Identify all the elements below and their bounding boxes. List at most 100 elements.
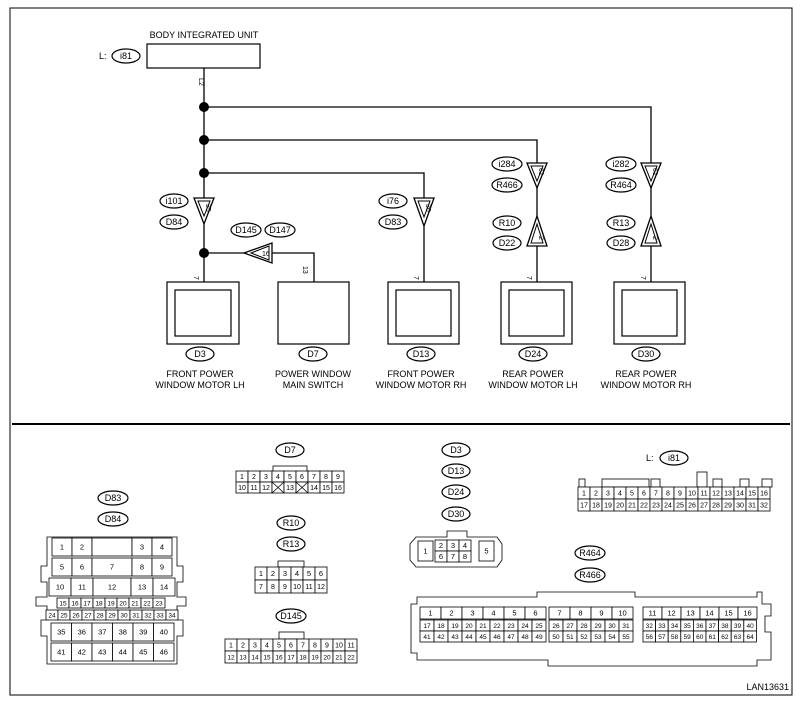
svg-text:D84: D84	[105, 514, 122, 524]
i81-pin-label: 13	[724, 491, 732, 498]
i81-pin-label: 1	[582, 491, 586, 498]
r464-r466-pin-label: 4	[491, 609, 495, 618]
motor-pin-label: 1	[423, 547, 427, 556]
r464-r466-pin-label: 11	[649, 609, 657, 618]
d83-d84-pin-label: 2	[80, 543, 84, 552]
d83-d84-pin-label: 11	[78, 583, 86, 592]
d83-d84-pin-label: 21	[131, 601, 139, 608]
d83-d84-pin-label: 45	[139, 648, 147, 657]
d83-d84-pin-label: 10	[56, 583, 64, 592]
r464-r466-pin-label: 44	[465, 634, 473, 641]
svg-text:i101: i101	[165, 196, 182, 206]
svg-text:R10: R10	[283, 518, 300, 528]
svg-text:WINDOW MOTOR LH: WINDOW MOTOR LH	[488, 380, 577, 390]
d83-d84-pin-label: 13	[138, 583, 146, 592]
d145-pin-label: 11	[347, 643, 354, 650]
r464-r466-pin-label: 19	[451, 623, 459, 630]
r10-r13-pin-label: 3	[283, 569, 287, 578]
r464-r466-cell	[618, 630, 634, 643]
r464-r466-pin-label: 27	[566, 623, 574, 630]
r464-r466-pin-label: 15	[724, 609, 732, 618]
svg-text:FRONT POWER: FRONT POWER	[166, 369, 234, 379]
r464-r466-pin-label: 35	[683, 623, 691, 630]
svg-text:61: 61	[537, 168, 544, 176]
motor-pin-label: 8	[463, 552, 467, 561]
wire-harness	[199, 68, 652, 288]
d83-d84-pin-label: 4	[160, 543, 164, 552]
d7-pin-label: 13	[286, 485, 294, 492]
d83-d84-pin-label: 37	[98, 628, 106, 637]
d83-d84-cell	[91, 537, 133, 557]
svg-text:2: 2	[537, 236, 544, 240]
r464-r466-pin-label: 34	[671, 623, 679, 630]
d7-cell	[331, 481, 345, 494]
i81-pin-label: 26	[688, 503, 696, 510]
d145-pin-label: 3	[253, 643, 257, 650]
motor-pin-label: 3	[451, 541, 455, 550]
r464-r466-pin-label: 42	[437, 634, 445, 641]
svg-text:REAR POWER: REAR POWER	[502, 369, 564, 379]
svg-text:D83: D83	[385, 217, 402, 227]
r464-r466-pin-label: 26	[552, 623, 560, 630]
svg-text:D145: D145	[235, 225, 257, 235]
d145-pin-label: 4	[265, 643, 269, 650]
d83-d84-pin-label: 1	[60, 543, 64, 552]
motor-pin-label: 6	[439, 552, 443, 561]
r464-r466-pin-label: 5	[512, 609, 516, 618]
i81-pin-label: 8	[666, 491, 670, 498]
r10-r13-pin-label: 6	[319, 569, 323, 578]
i81-pin-label: 3	[606, 491, 610, 498]
d145-pin-label: 9	[325, 643, 329, 650]
d7-pin-label: 3	[264, 474, 268, 481]
svg-text:REAR POWER: REAR POWER	[615, 369, 677, 379]
r464-r466-pin-label: 28	[580, 623, 588, 630]
svg-text:16: 16	[262, 251, 270, 258]
d83-d84-pin-label: 35	[57, 628, 65, 637]
d145-pin-label: 22	[347, 655, 355, 662]
d7-pin-label: 14	[310, 485, 318, 492]
i81-pin-label: 21	[628, 503, 636, 510]
d145-pin-label: 19	[311, 655, 319, 662]
motor-cell	[417, 540, 434, 562]
d83-d84-pin-label: 18	[95, 601, 103, 608]
i81-pin-label: 9	[678, 491, 682, 498]
r464-r466-pin-label: 43	[451, 634, 459, 641]
d83-d84-pin-label: 9	[160, 563, 164, 572]
d145-pin-label: 1	[229, 643, 233, 650]
r464-r466-pin-label: 32	[646, 623, 654, 630]
i81-pin-label: 27	[700, 503, 708, 510]
svg-text:R13: R13	[613, 218, 630, 228]
svg-text:FRONT POWER: FRONT POWER	[387, 369, 455, 379]
d83-d84-pin-label: 30	[120, 613, 128, 620]
i81-pin-label: 2	[594, 491, 598, 498]
unit-title: BODY INTEGRATED UNIT	[150, 30, 259, 40]
i81-cell	[757, 498, 771, 512]
r464-r466-pin-label: 36	[696, 623, 704, 630]
motor-pin-label: 7	[451, 552, 455, 561]
diagram-frame	[9, 7, 793, 696]
svg-text:D145: D145	[280, 611, 302, 621]
r10-r13-pin-label: 8	[271, 584, 275, 591]
d83-d84-pin-label: 22	[143, 601, 151, 608]
svg-text:POWER WINDOW: POWER WINDOW	[275, 369, 351, 379]
d7-pin-label: 10	[238, 485, 246, 492]
r464-r466-pin-label: 33	[658, 623, 666, 630]
r464-r466-pin-label: 13	[686, 609, 694, 618]
i81-pin-label: 31	[748, 503, 756, 510]
svg-text:R464: R464	[610, 180, 632, 190]
d83-d84-pin-label: 46	[160, 648, 168, 657]
r464-r466-pin-label: 64	[746, 634, 754, 641]
junction-connector-left: 35 i101 D84	[159, 193, 215, 230]
blank-pin-mark	[295, 481, 309, 494]
d7-pin-label: 5	[288, 474, 292, 481]
r464-r466-cell	[743, 630, 757, 643]
r10-r13-pin-label: 10	[293, 584, 301, 591]
r10-r13-pin-label: 11	[305, 584, 312, 591]
r464-r466-pin-label: 12	[667, 609, 675, 618]
